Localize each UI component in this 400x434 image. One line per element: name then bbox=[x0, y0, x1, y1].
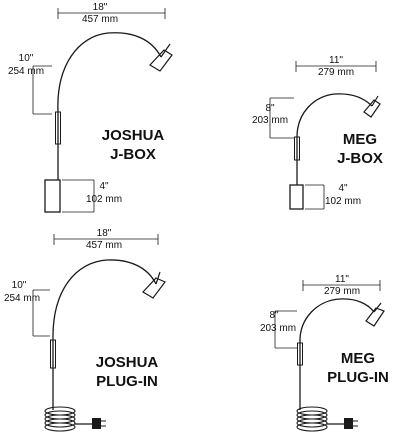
model-name-line1: MEG bbox=[341, 350, 375, 367]
model-name-line2: J-BOX bbox=[337, 150, 383, 167]
box-height-mm: 102 mm bbox=[325, 196, 361, 207]
junction-box bbox=[289, 184, 304, 210]
model-name-line2: PLUG-IN bbox=[327, 369, 389, 386]
lamp-arc bbox=[296, 93, 373, 138]
height-inches: 10" bbox=[19, 53, 34, 64]
junction-box bbox=[44, 179, 61, 213]
lamp-shade bbox=[149, 49, 173, 72]
plug bbox=[92, 418, 101, 429]
lamp-arc bbox=[299, 298, 375, 344]
box-height-inches: 4" bbox=[338, 183, 348, 194]
lamp-meg-plugin: 11" 279 mm 8" 203 mm MEG PLUG-IN bbox=[260, 274, 389, 432]
plug bbox=[344, 418, 353, 429]
lamp-arc bbox=[52, 259, 157, 341]
lamp-arc bbox=[57, 32, 162, 113]
height-mm: 203 mm bbox=[252, 115, 288, 126]
height-mm: 203 mm bbox=[260, 323, 296, 334]
lamp-joshua-plugin: 18" 457 mm 10" 254 mm JOSHUA PLUG-IN bbox=[4, 228, 166, 432]
lamp-meg-jbox: 11" 279 mm 8" 203 mm 4" 102 mm MEG J-BOX bbox=[252, 55, 383, 210]
arc-width-inches: 11" bbox=[329, 55, 343, 66]
arc-width-inches: 18" bbox=[97, 228, 112, 239]
coiled-cord-base bbox=[296, 406, 328, 432]
model-name-line2: PLUG-IN bbox=[96, 373, 158, 390]
lamp-shade bbox=[363, 99, 381, 118]
arc-width-inches: 11" bbox=[335, 274, 349, 285]
lamp-pivot bbox=[155, 271, 161, 285]
arc-width-mm: 457 mm bbox=[82, 14, 118, 25]
height-inches: 8" bbox=[265, 103, 275, 114]
box-height-mm: 102 mm bbox=[86, 194, 122, 205]
model-name-line1: JOSHUA bbox=[96, 354, 159, 371]
box-height-inches: 4" bbox=[99, 181, 109, 192]
model-name-line1: MEG bbox=[343, 131, 377, 148]
height-mm: 254 mm bbox=[8, 66, 44, 77]
model-name-line2: J-BOX bbox=[110, 146, 156, 163]
lamp-pivot bbox=[373, 302, 382, 313]
model-name-line1: JOSHUA bbox=[102, 127, 165, 144]
arc-width-mm: 279 mm bbox=[324, 286, 360, 297]
arc-width-inches: 18" bbox=[93, 2, 108, 13]
lamp-shade bbox=[142, 277, 166, 299]
arc-width-mm: 279 mm bbox=[318, 67, 354, 78]
lamp-shade bbox=[365, 307, 385, 327]
height-inches: 10" bbox=[12, 280, 27, 291]
height-mm: 254 mm bbox=[4, 293, 40, 304]
coiled-cord-base bbox=[44, 406, 76, 432]
height-inches: 8" bbox=[269, 310, 279, 321]
lamp-joshua-jbox: 18" 457 mm 10" 254 mm 4" 102 mm JOSHUA J… bbox=[8, 2, 173, 213]
arc-width-mm: 457 mm bbox=[86, 240, 122, 251]
